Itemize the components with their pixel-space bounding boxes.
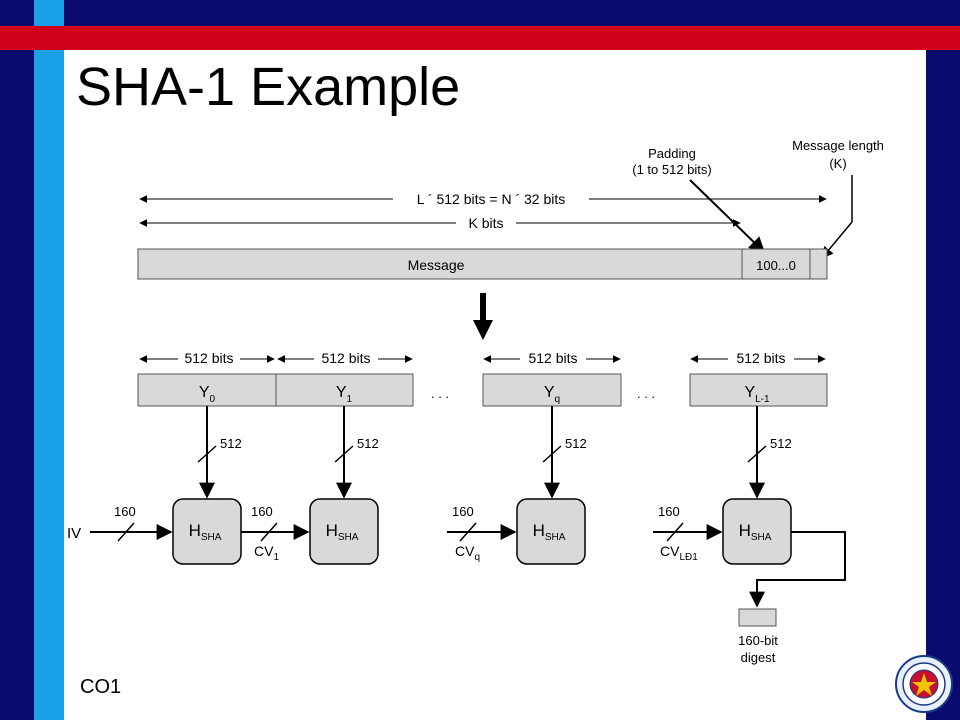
- hash-label-l: HSHA: [739, 521, 772, 543]
- left-cyan-bar: [34, 0, 64, 720]
- split-arrow-head: [473, 320, 493, 340]
- block-y0: [137, 373, 277, 407]
- cv1-width: 160: [251, 504, 273, 519]
- university-seal-icon: [895, 655, 953, 713]
- ellipsis-1: . . .: [431, 386, 449, 401]
- hash-box-1: [309, 498, 379, 565]
- input-slash-l: [747, 445, 767, 463]
- digest-box: [738, 608, 777, 627]
- block-y1: [275, 373, 414, 407]
- digest-path: [749, 531, 846, 608]
- input-width-1: 512: [357, 436, 379, 451]
- message-label: Message: [408, 257, 465, 273]
- padding-label: Padding: [648, 146, 696, 161]
- block-y1-label: Y1: [336, 384, 353, 405]
- top-red-bar: [0, 26, 960, 50]
- input-width-q: 512: [565, 436, 587, 451]
- k-bits-label: K bits: [468, 215, 503, 231]
- message-length-label: Message length: [792, 138, 884, 153]
- cvq-label: CVq: [455, 543, 480, 563]
- padding-range-label: (1 to 512 bits): [632, 162, 712, 177]
- padding-pointer-arrow: [689, 179, 766, 254]
- block-y0-label: Y0: [199, 384, 216, 405]
- length-box: [809, 248, 828, 280]
- digest-label-2: digest: [741, 650, 776, 665]
- input-width-l: 512: [770, 436, 792, 451]
- block-q-width-label: 512 bits: [528, 350, 577, 366]
- cvl-slash: [666, 522, 684, 542]
- hash-label-0: HSHA: [189, 521, 222, 543]
- slide-title: SHA-1 Example: [76, 57, 461, 117]
- cvq-slash: [459, 522, 477, 542]
- block-yq: [482, 373, 622, 407]
- block-yl: [689, 373, 828, 407]
- padding-box: [741, 248, 811, 280]
- block-0-width-label: 512 bits: [184, 350, 233, 366]
- input-slash-1: [334, 445, 354, 463]
- right-navy-bar: [926, 0, 960, 720]
- digest-label-1: 160-bit: [738, 633, 778, 648]
- footer-label: CO1: [80, 676, 122, 698]
- block-yq-label: Yq: [544, 384, 560, 405]
- block-1-width-label: 512 bits: [321, 350, 370, 366]
- total-length-label: L ´ 512 bits = N ´ 32 bits: [417, 191, 566, 207]
- cvq-width: 160: [452, 504, 474, 519]
- hash-label-q: HSHA: [533, 521, 566, 543]
- padding-value: 100...0: [756, 258, 796, 273]
- iv-width: 160: [114, 504, 136, 519]
- iv-label: IV: [67, 525, 81, 542]
- block-l-width-label: 512 bits: [736, 350, 785, 366]
- input-slash-0: [197, 445, 217, 463]
- hash-box-q: [516, 498, 586, 565]
- cv1-slash: [260, 522, 278, 542]
- iv-slash: [117, 522, 135, 542]
- top-navy-bar: [64, 0, 926, 26]
- cvl-label: CVLÐ1: [660, 543, 698, 563]
- ellipsis-2: . . .: [637, 386, 655, 401]
- input-slash-q: [542, 445, 562, 463]
- message-length-k-label: (K): [829, 156, 846, 171]
- hash-label-1: HSHA: [326, 521, 359, 543]
- block-yl-label: YL-1: [744, 384, 770, 405]
- cvl-width: 160: [658, 504, 680, 519]
- left-navy-bar: [0, 0, 34, 720]
- input-width-0: 512: [220, 436, 242, 451]
- cv1-label: CV1: [254, 543, 279, 563]
